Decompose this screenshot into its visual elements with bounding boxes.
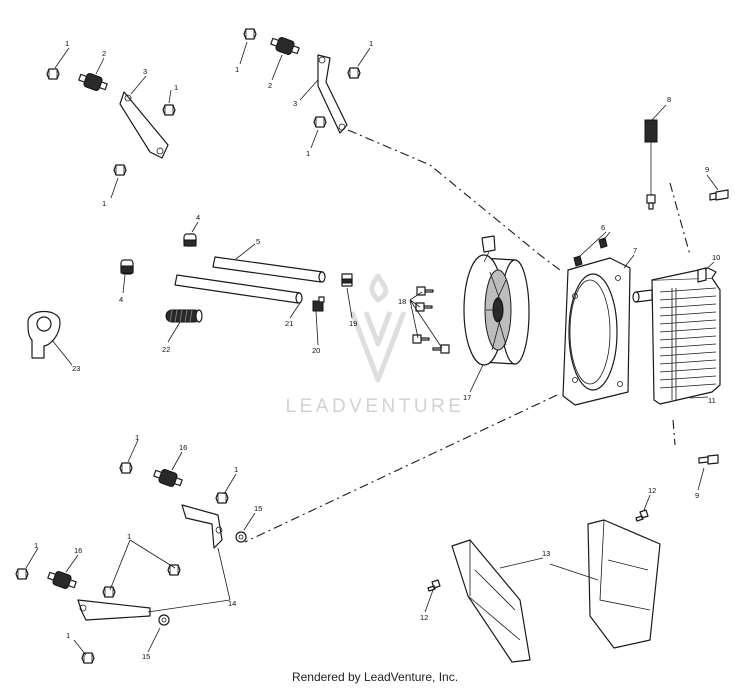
lower-mount-bracket-lower (15, 568, 170, 664)
shroud-clips (573, 237, 608, 267)
callout-9: 9 (705, 165, 709, 174)
callout-1: 1 (369, 39, 373, 48)
radiator-bolt-lower (698, 454, 719, 465)
callout-1: 1 (235, 65, 239, 74)
callout-1: 1 (127, 532, 131, 541)
callout-23: 23 (72, 364, 80, 373)
callout-3: 3 (293, 99, 297, 108)
callout-1: 1 (306, 149, 310, 158)
assembly-centerline (244, 129, 691, 543)
hose-fitting-20 (312, 296, 325, 312)
callout-14: 14 (228, 599, 236, 608)
leadventure-watermark: LEADVENTURE (286, 273, 465, 417)
callout-11: 11 (708, 396, 716, 405)
coolant-hose-upper (212, 256, 326, 283)
hose-clamp-lower (120, 259, 134, 275)
rendered-by-footer: Rendered by LeadVenture, Inc. (291, 670, 459, 684)
callout-3: 3 (143, 67, 147, 76)
callout-15: 15 (254, 504, 262, 513)
callout-1: 1 (102, 199, 106, 208)
callout-17: 17 (463, 393, 471, 402)
callout-20: 20 (312, 346, 320, 355)
radiator (632, 267, 721, 405)
hose-clamp-upper (183, 233, 197, 247)
callout-19: 19 (349, 319, 357, 328)
callout-13: 13 (542, 549, 550, 558)
callout-6: 6 (601, 223, 605, 232)
callout-16: 16 (74, 546, 82, 555)
callout-1: 1 (234, 465, 238, 474)
callout-9: 9 (695, 491, 699, 500)
hose-fitting-19 (341, 273, 353, 287)
callout-18: 18 (398, 297, 406, 306)
callout-21: 21 (285, 319, 293, 328)
callout-1: 1 (66, 631, 70, 640)
callout-4: 4 (196, 213, 200, 222)
hose-spring (165, 309, 203, 323)
fan-shroud (562, 257, 631, 406)
callout-numbers: 1 2 3 1 1 1 2 3 1 1 4 5 4 21 19 20 22 23… (34, 39, 720, 661)
callout-16: 16 (179, 443, 187, 452)
lower-mount-bracket-upper (119, 462, 247, 576)
callout-15: 15 (142, 652, 150, 661)
callout-22: 22 (162, 345, 170, 354)
callout-4: 4 (119, 295, 123, 304)
upper-left-mount-bracket (46, 68, 176, 176)
callout-1: 1 (174, 83, 178, 92)
watermark-text: LEADVENTURE (286, 396, 465, 417)
fan-mounting-screws (412, 286, 450, 354)
callout-12: 12 (420, 613, 428, 622)
callout-leaders (25, 41, 719, 656)
callout-1: 1 (135, 433, 139, 442)
deflector-screws (427, 509, 649, 592)
callout-7: 7 (633, 246, 637, 255)
callout-2: 2 (102, 49, 106, 58)
callout-2: 2 (268, 81, 272, 90)
callout-1: 1 (65, 39, 69, 48)
callout-8: 8 (667, 95, 671, 104)
callout-12: 12 (648, 486, 656, 495)
air-deflector-left (451, 539, 531, 663)
temperature-sensor (644, 119, 658, 210)
upper-center-mount-bracket (243, 28, 361, 134)
callout-10: 10 (712, 253, 720, 262)
callout-5: 5 (256, 237, 260, 246)
cooling-fan (463, 235, 530, 366)
coolant-hose-lower (174, 274, 303, 304)
air-deflector-right (587, 519, 661, 649)
radiator-bolt-upper (709, 189, 729, 201)
callout-1: 1 (34, 541, 38, 550)
hose-clip (27, 310, 61, 359)
